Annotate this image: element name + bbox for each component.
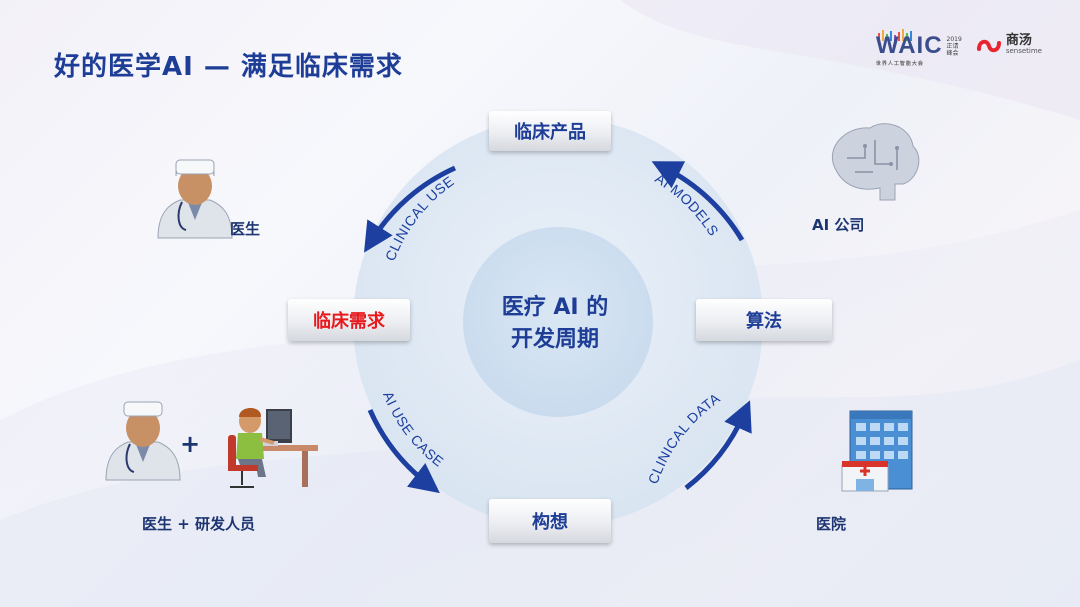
arrow-clinical-use: [363, 165, 457, 253]
waic-logo: WAIC 世界人工智能大会 2019 正请 峰会: [875, 29, 962, 67]
slide-title: 好的医学AI — 满足临床需求: [54, 52, 403, 82]
label-doctor-rd: 医生 + 研发人员: [142, 515, 256, 533]
logo-area: WAIC 世界人工智能大会 2019 正请 峰会 商汤 sensetime: [875, 29, 1042, 67]
waic-text: WAIC 世界人工智能大会: [875, 32, 943, 67]
waic-subtitle: 世界人工智能大会: [875, 61, 924, 67]
arrow-clinical-data: [684, 400, 752, 490]
label-hospital: 医院: [816, 515, 847, 533]
doctor-icon: [157, 159, 233, 239]
cycle-inner-circle: [463, 227, 653, 417]
sensetime-name-en: sensetime: [1005, 47, 1042, 55]
arrow-ai-models: [651, 161, 745, 242]
sensetime-logo: 商汤 sensetime: [976, 33, 1042, 57]
node-concept: 构想: [489, 499, 611, 543]
center-line-1: 医疗 AI 的: [501, 295, 609, 320]
sensetime-mark-icon: [976, 39, 1001, 53]
waic-side-text: 2019 正请 峰会: [946, 35, 962, 57]
center-line-2: 开发周期: [510, 327, 599, 352]
brain-icon: [832, 123, 920, 201]
plus-sign: +: [180, 430, 201, 458]
developer-icon: [228, 408, 318, 488]
label-ai-company: AI 公司: [812, 216, 865, 234]
cycle-center-text: 医疗 AI 的 开发周期: [455, 292, 655, 356]
doctor-icon-2: [105, 401, 181, 481]
waic-bars-icon: [877, 29, 912, 41]
node-clinical-need: 临床需求: [288, 299, 410, 341]
sensetime-name-cn: 商汤: [1005, 33, 1032, 48]
arrow-ai-use-case: [367, 408, 440, 494]
node-algorithm: 算法: [696, 299, 832, 341]
hospital-icon: [841, 410, 913, 492]
node-clinical-product: 临床产品: [489, 111, 611, 151]
label-doctor: 医生: [230, 220, 261, 238]
